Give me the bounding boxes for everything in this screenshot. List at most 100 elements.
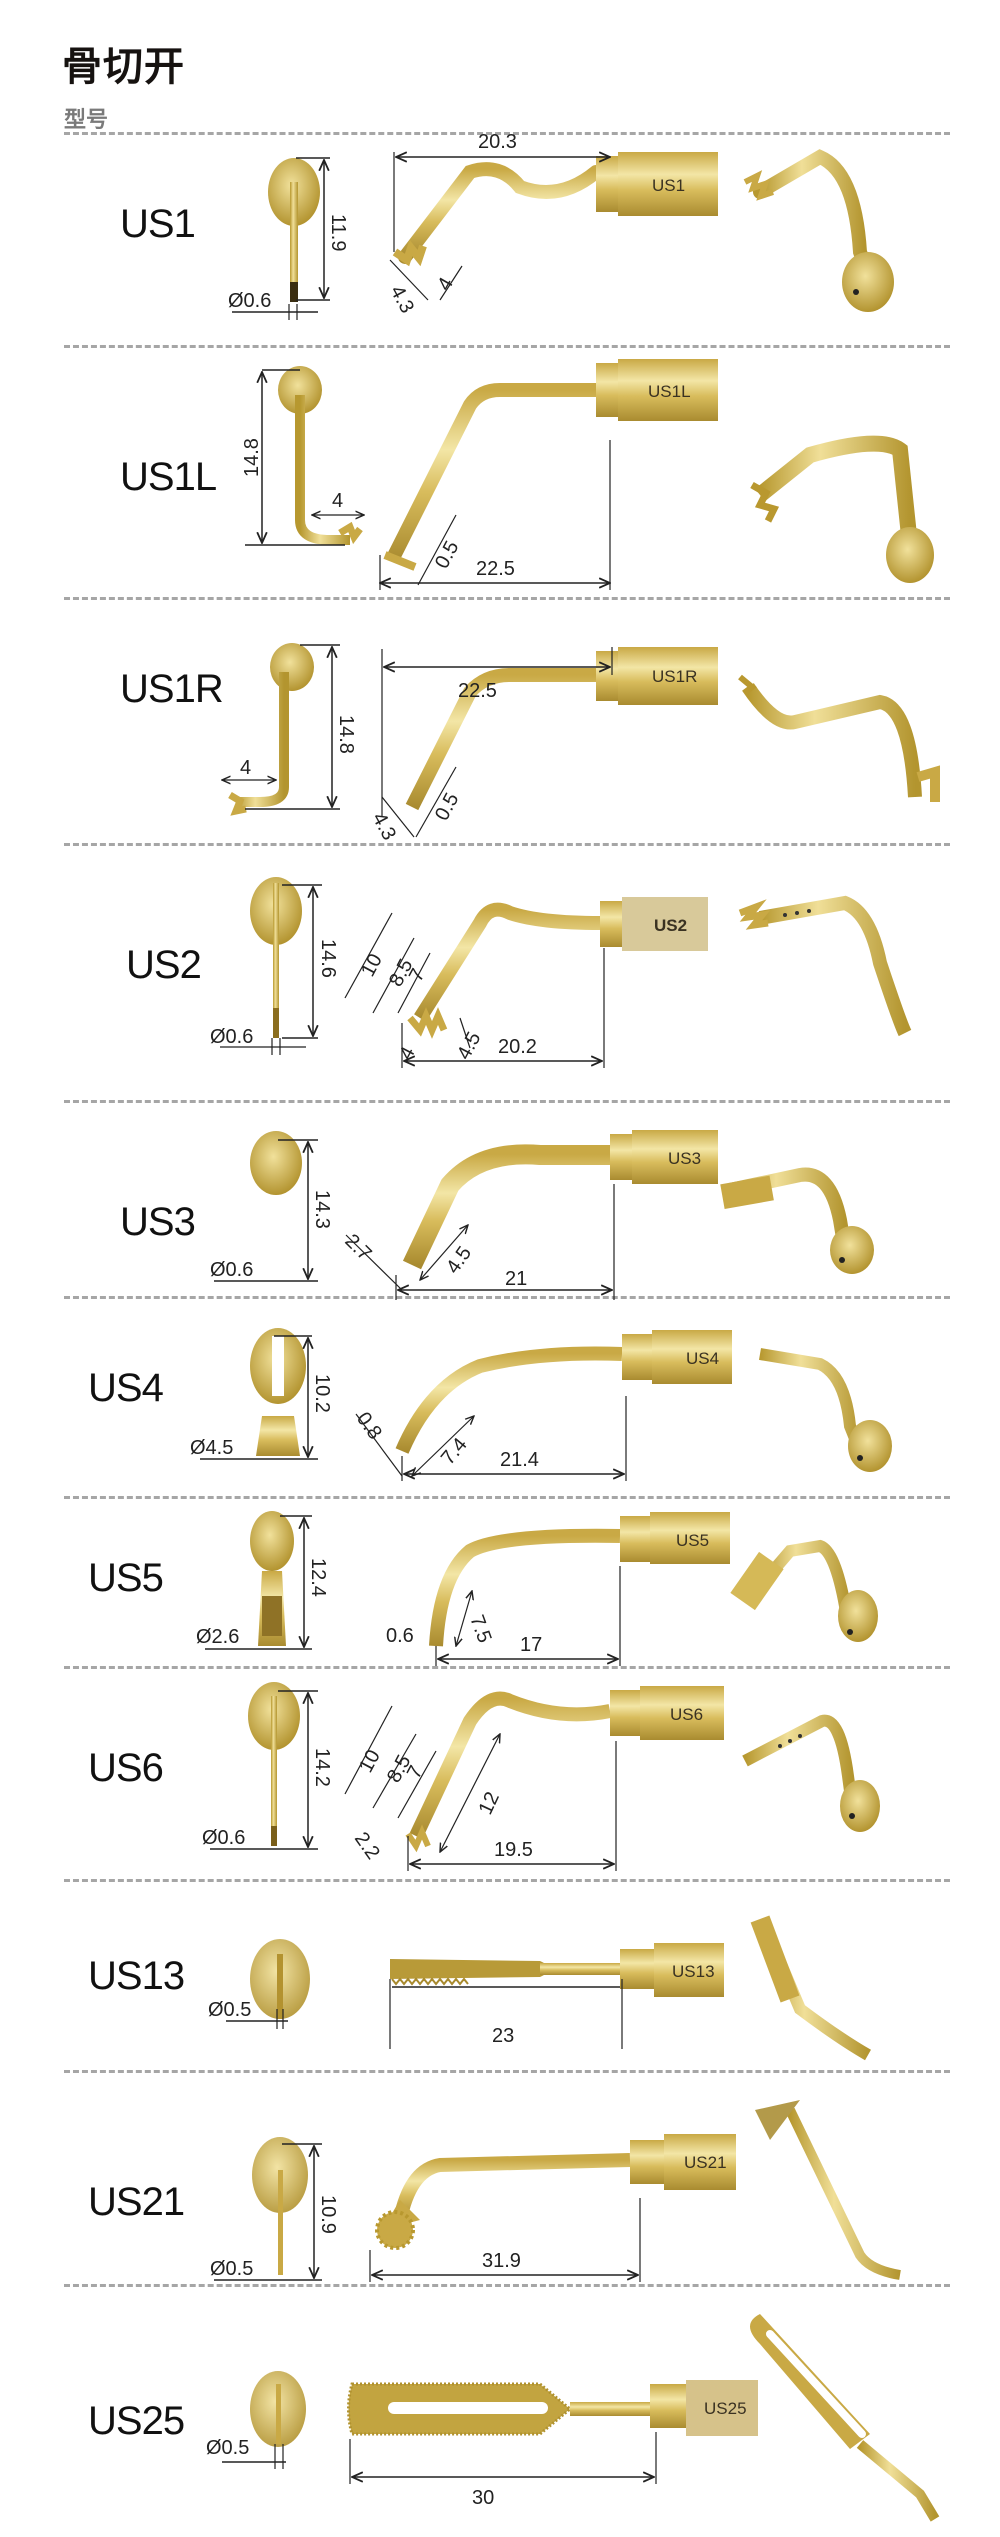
divider — [64, 2284, 950, 2287]
handle-label: US2 — [654, 916, 687, 935]
dim-length: 22.5 — [476, 558, 515, 580]
handle-label: US6 — [670, 1705, 703, 1724]
handle-label: US3 — [668, 1149, 701, 1168]
dim-diameter: Ø0.5 — [206, 2437, 249, 2459]
handle-label: US21 — [684, 2153, 727, 2172]
dim-length: 20.2 — [498, 1036, 537, 1058]
dim-d3: 7 — [403, 1762, 428, 1782]
dim-length: 31.9 — [482, 2250, 521, 2272]
dim-height: 12.4 — [307, 1558, 329, 1597]
divider — [64, 345, 950, 348]
handle-label: US13 — [672, 1962, 715, 1981]
tip-diagram: 10.9 Ø0.5 US21 31.9 — [210, 2100, 901, 2282]
dim-length: 19.5 — [494, 1839, 533, 1861]
product-row-us25: US25 Ø0.5 US25 30 — [0, 2284, 1000, 2537]
tip-diagram: 10.2 Ø4.5 US4 0.8 7.4 21.4 — [190, 1328, 892, 1481]
dim-diameter: Ø4.5 — [190, 1437, 233, 1459]
tip-diagram: 14.8 4 US1L 0.5 22.5 — [241, 359, 934, 590]
handle-label: US4 — [686, 1349, 719, 1368]
product-row-us4: US4 10.2 Ø4.5 US4 0.8 7.4 21.4 — [0, 1296, 1000, 1496]
divider — [64, 843, 950, 846]
model-name: US21 — [88, 2180, 185, 2224]
divider — [64, 1666, 950, 1669]
model-name: US5 — [88, 1556, 164, 1600]
model-name: US13 — [88, 1954, 185, 1998]
dim-diameter: Ø0.6 — [228, 290, 271, 312]
model-name: US3 — [120, 1200, 196, 1244]
dim-d1: 10 — [357, 950, 387, 980]
dim-b: 12 — [475, 1789, 504, 1818]
model-name: US6 — [88, 1746, 164, 1790]
dim-width: 4 — [332, 490, 343, 512]
model-name: US2 — [126, 943, 202, 987]
product-row-us21: US21 10.9 Ø0.5 US21 31.9 — [0, 2070, 1000, 2284]
dim-height: 14.2 — [311, 1748, 333, 1787]
dim-length: 20.3 — [478, 131, 517, 153]
dim-length: 23 — [492, 2025, 514, 2047]
product-row-us3: US3 14.3 Ø0.6 US3 2.7 4.5 21 — [0, 1100, 1000, 1300]
model-name: US1 — [120, 202, 196, 246]
dim-length: 21.4 — [500, 1449, 539, 1471]
divider — [64, 597, 950, 600]
product-row-us6: US6 14.2 Ø0.6 US6 10 8.5 7 12 2.2 19.5 — [0, 1666, 1000, 1879]
tip-diagram: 14.2 Ø0.6 US6 10 8.5 7 12 2.2 19.5 — [202, 1682, 880, 1871]
dim-length: 30 — [472, 2487, 494, 2509]
tip-diagram: Ø0.5 US25 30 — [206, 2314, 940, 2522]
page-title: 骨切开 — [62, 44, 185, 90]
handle-label: US1R — [652, 667, 697, 686]
handle-label: US1 — [652, 176, 685, 195]
dim-b: 7.5 — [465, 1612, 495, 1646]
dim-b: 0.5 — [431, 789, 463, 824]
dim-a: 4.3 — [386, 282, 418, 317]
dim-diameter: Ø0.6 — [202, 1827, 245, 1849]
divider — [64, 1879, 950, 1882]
dim-length: 21 — [505, 1268, 527, 1290]
divider — [64, 1100, 950, 1103]
dim-d3: 7 — [405, 965, 430, 985]
dim-diameter: Ø0.5 — [210, 2258, 253, 2280]
handle-label: US25 — [704, 2399, 747, 2418]
dim-height: 14.8 — [335, 715, 357, 754]
dim-a: 0.6 — [386, 1625, 414, 1647]
product-row-us13: US13 Ø0.5 US13 23 — [0, 1879, 1000, 2070]
dim-b: 7.4 — [437, 1434, 472, 1469]
product-row-us2: US2 14.6 Ø0.6 US2 10 8.5 7 4 4.5 20.2 — [0, 843, 1000, 1100]
dim-diameter: Ø0.6 — [210, 1026, 253, 1048]
product-row-us1: US1 11.9 Ø0.6 US1 20.3 4.3 4 — [0, 131, 1000, 345]
dim-height: 14.3 — [311, 1190, 333, 1229]
dim-height: 10.9 — [317, 2195, 339, 2234]
product-row-us5: US5 12.4 Ø2.6 US5 7.5 0.6 17 — [0, 1496, 1000, 1666]
dim-diameter: Ø2.6 — [196, 1626, 239, 1648]
tip-diagram: 14.3 Ø0.6 US3 2.7 4.5 21 — [210, 1130, 874, 1300]
dim-diameter: Ø0.6 — [210, 1259, 253, 1281]
divider — [64, 1296, 950, 1299]
model-name: US1L — [120, 455, 217, 499]
tip-diagram: 12.4 Ø2.6 US5 7.5 0.6 17 — [196, 1511, 878, 1666]
dim-a: 2.2 — [350, 1828, 384, 1863]
model-name: US4 — [88, 1366, 164, 1410]
dim-height: 11.9 — [327, 214, 349, 251]
divider — [64, 2070, 950, 2073]
tip-diagram: Ø0.5 US13 23 — [208, 1915, 871, 2061]
dim-b: 4.5 — [442, 1242, 476, 1277]
model-name: US1R — [120, 667, 224, 711]
dim-a: 0.8 — [352, 1408, 386, 1443]
tip-diagram: 14.8 4 US1R 22.5 4.3 0.5 — [0, 643, 940, 844]
dim-width: 4 — [240, 757, 251, 779]
divider — [64, 132, 950, 135]
model-column-label: 型号 — [64, 108, 109, 133]
dim-b: 4.5 — [453, 1028, 485, 1063]
product-row-us1l: US1L 14.8 4 US1L 0.5 22.5 — [0, 345, 1000, 597]
dim-length: 17 — [520, 1634, 542, 1656]
handle-label: US5 — [676, 1531, 709, 1550]
dim-diameter: Ø0.5 — [208, 1999, 251, 2021]
divider — [64, 1496, 950, 1499]
dim-length: 22.5 — [458, 680, 497, 702]
dim-height: 14.6 — [317, 939, 339, 978]
dim-height: 14.8 — [241, 438, 263, 477]
tip-diagram: 11.9 Ø0.6 US1 20.3 4.3 4 — [228, 131, 894, 320]
dim-a: 0.5 — [431, 537, 463, 572]
product-row-us1r: US1R 14.8 4 US1R 22.5 4.3 0.5 — [0, 597, 1000, 844]
dim-d1: 10 — [355, 1746, 385, 1776]
tip-diagram: 14.6 Ø0.6 US2 10 8.5 7 4 4.5 20.2 — [210, 877, 912, 1068]
